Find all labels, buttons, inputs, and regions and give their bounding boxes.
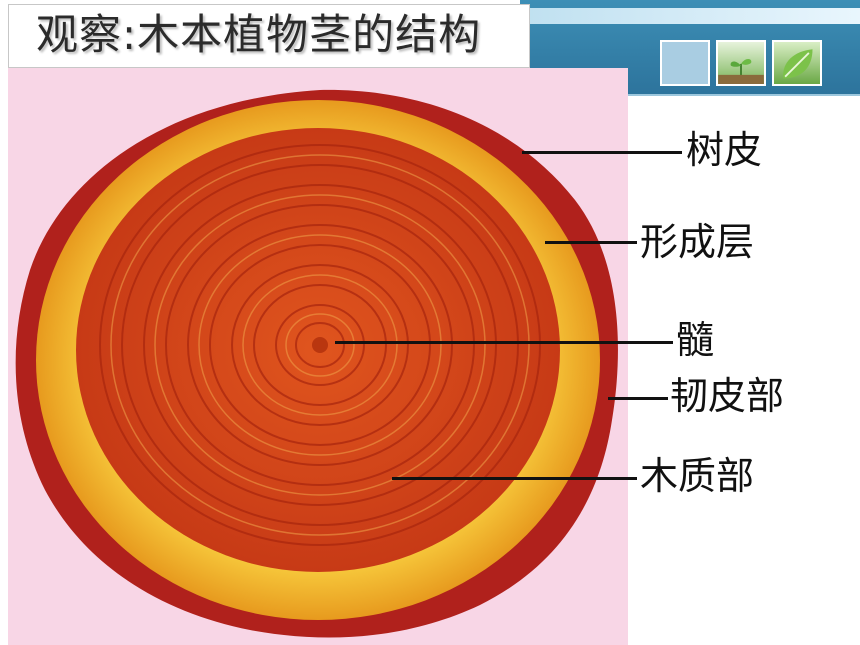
xylem-leader-line: [392, 477, 637, 480]
pith-leader-line: [335, 341, 673, 344]
label-pith: 髓: [676, 318, 715, 362]
page-title: 观察:木本植物茎的结构: [36, 10, 482, 59]
growth-rings: [99, 144, 541, 546]
cambium-leader-line: [545, 241, 637, 244]
pith-center: [312, 337, 328, 353]
label-phloem: 韧皮部: [670, 374, 785, 418]
label-bark: 树皮: [686, 128, 763, 172]
label-xylem: 木质部: [640, 454, 755, 498]
blank-thumbnail: [660, 40, 710, 86]
tree-cross-section: [15, 89, 618, 638]
bark-leader-line: [522, 151, 682, 154]
leaf-icon: [783, 49, 813, 79]
label-cambium: 形成层: [640, 220, 755, 264]
leaf-thumbnail: [772, 40, 822, 86]
title-box: [8, 4, 530, 68]
sprout-icon: [718, 58, 764, 84]
sprout-thumbnail: [716, 40, 766, 86]
banner-stripe: [520, 8, 860, 24]
phloem-leader-line: [608, 397, 668, 400]
